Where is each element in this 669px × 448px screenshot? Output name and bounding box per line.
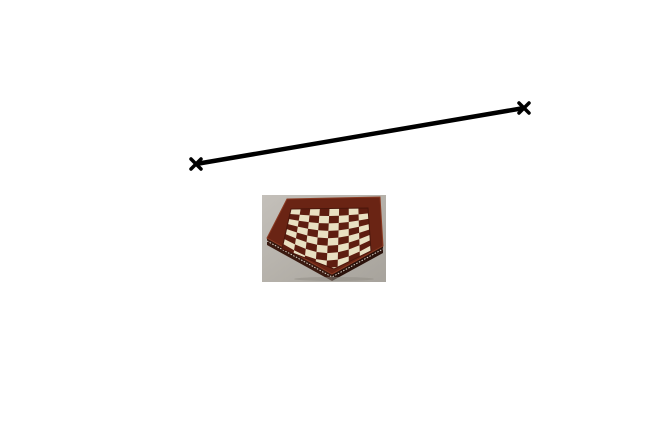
- dark-square: [307, 228, 319, 238]
- dark-squares-group: [282, 208, 371, 268]
- line-segment[interactable]: [193, 105, 527, 167]
- dark-square: [284, 234, 296, 245]
- end-endpoint-x-icon[interactable]: [517, 101, 531, 115]
- dark-square: [327, 244, 339, 254]
- dark-square: [359, 240, 371, 252]
- dark-square: [348, 239, 360, 250]
- board-frame-edge: [266, 196, 384, 275]
- dark-square: [318, 223, 329, 231]
- dark-square: [317, 237, 328, 246]
- dark-square: [348, 226, 360, 236]
- dark-square: [299, 208, 311, 216]
- dark-square: [358, 208, 369, 215]
- dark-square: [297, 220, 309, 229]
- dark-square: [305, 242, 318, 252]
- board-surface-border: [281, 207, 372, 270]
- chessboard-photo: [262, 195, 386, 282]
- dark-square: [338, 235, 349, 245]
- dark-square: [338, 208, 349, 216]
- board-shadow: [294, 277, 374, 281]
- dark-square: [358, 218, 370, 227]
- dark-square: [359, 229, 370, 240]
- dark-square: [308, 215, 320, 224]
- dark-square: [337, 249, 349, 260]
- dark-square: [338, 221, 349, 231]
- dark-square: [315, 251, 328, 261]
- dark-square: [294, 244, 306, 256]
- dark-square: [328, 215, 339, 224]
- dark-square: [286, 224, 298, 233]
- dark-square: [295, 232, 308, 243]
- dark-square: [319, 208, 330, 216]
- board-inlay-strip: [266, 240, 384, 278]
- dark-square: [328, 230, 339, 239]
- start-endpoint-x-icon[interactable]: [189, 157, 203, 171]
- dark-square: [348, 214, 359, 222]
- dark-square: [326, 259, 338, 268]
- dark-square: [288, 214, 300, 221]
